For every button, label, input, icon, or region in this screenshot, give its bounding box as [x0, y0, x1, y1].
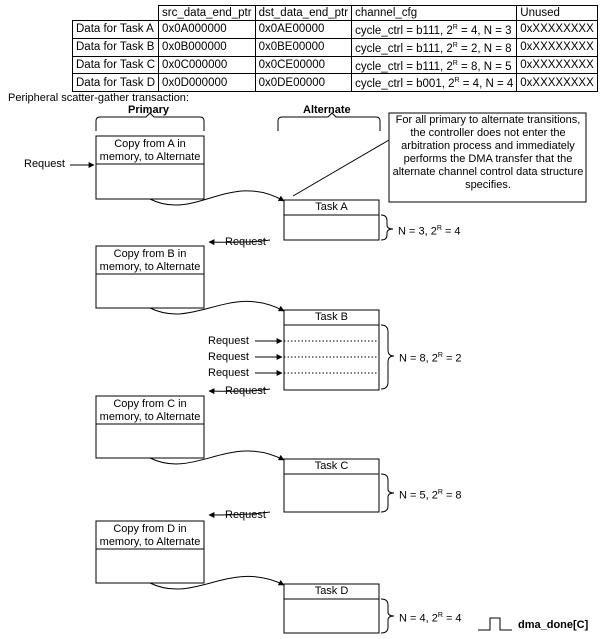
note-text: For all primary to alternate transitions…	[392, 114, 584, 191]
param-text-end: = 4	[441, 225, 461, 238]
return-request-b	[208, 388, 271, 395]
row-src: 0x0D000000	[158, 73, 256, 93]
param-text: N = 8, 2	[399, 352, 438, 365]
cfg-text-end: = 4, N = 4	[459, 78, 514, 91]
copy-line: memory, to Alternate	[99, 411, 201, 423]
param-text-end: = 4	[442, 612, 462, 625]
task-b-params: N = 8, 2R = 2	[399, 349, 462, 366]
task-a-params: N = 3, 2R = 4	[398, 222, 461, 239]
param-text-end: = 8	[442, 489, 462, 502]
brace-task-b	[380, 324, 395, 390]
diagram-caption: Peripheral scatter-gather transaction:	[8, 92, 189, 104]
param-exp: R	[437, 612, 443, 619]
task-box-b	[283, 309, 380, 391]
row-dst: 0x0CE00000	[254, 55, 353, 75]
cfg-text-end: = 4, N = 3	[457, 24, 512, 37]
alternate-bracket	[277, 112, 381, 131]
row-dst: 0x0DE00000	[254, 73, 353, 93]
row-src: 0x0A000000	[158, 20, 256, 39]
copy-line: memory, to Alternate	[99, 261, 201, 273]
copy-line: memory, to Alternate	[99, 536, 201, 548]
transfer-arrow-c	[149, 450, 285, 465]
header-src: src_data_end_ptr	[158, 5, 256, 21]
param-exp: R	[436, 225, 442, 232]
row-label: Data for Task A	[71, 20, 160, 39]
note-pointer	[292, 139, 390, 197]
brace-task-d	[380, 598, 395, 634]
param-text: N = 3, 2	[398, 225, 437, 238]
task-b-name: Task B	[314, 311, 348, 323]
task-c-name: Task C	[314, 460, 349, 472]
param-text-end: = 2	[442, 352, 462, 365]
request-label-return-a: Request	[225, 236, 266, 248]
channel-config-table: src_data_end_ptr dst_data_end_ptr channe…	[71, 5, 598, 93]
row-cfg: cycle_ctrl = b001, 2R = 4, N = 4	[351, 73, 518, 93]
transfer-arrow-a	[149, 190, 285, 206]
copy-line: Copy from A in	[114, 138, 186, 150]
return-request-a	[208, 239, 271, 246]
primary-label: Primary	[128, 104, 169, 116]
row-unused: 0xXXXXXXXX	[516, 73, 598, 93]
cfg-exp: R	[454, 77, 460, 85]
brace-task-c	[380, 473, 395, 513]
task-c-params: N = 5, 2R = 8	[399, 486, 462, 503]
cfg-text: cycle_ctrl = b111, 2	[355, 24, 453, 37]
table-header-row: src_data_end_ptr dst_data_end_ptr channe…	[73, 5, 598, 21]
row-cfg: cycle_ctrl = b111, 2R = 2, N = 8	[351, 37, 518, 57]
copy-box-b-text: Copy from B in memory, to Alternate	[96, 248, 204, 274]
row-unused: 0xXXXXXXXX	[516, 20, 598, 39]
task-a-name: Task A	[315, 201, 348, 213]
param-text: N = 5, 2	[399, 489, 438, 502]
param-text: N = 4, 2	[399, 612, 438, 625]
cfg-text: cycle_ctrl = b111, 2	[355, 60, 453, 73]
copy-line: Copy from B in	[113, 248, 187, 260]
param-exp: R	[437, 489, 443, 496]
return-request-c	[208, 511, 271, 518]
copy-box-a-text: Copy from A in memory, to Alternate	[96, 138, 204, 164]
request-label-b2: Request	[208, 351, 249, 363]
task-d-params: N = 4, 2R = 4	[399, 609, 462, 626]
request-label-b3: Request	[208, 367, 249, 379]
header-unused: Unused	[516, 5, 598, 21]
copy-box-d-text: Copy from D in memory, to Alternate	[96, 523, 204, 549]
dma-done-pulse	[478, 617, 512, 631]
cfg-text: cycle_ctrl = b111, 2	[355, 42, 453, 55]
request-label-b1: Request	[208, 335, 249, 347]
cfg-text-end: = 2, N = 8	[457, 42, 512, 55]
task-box-d	[283, 583, 380, 634]
header-cfg: channel_cfg	[351, 5, 518, 21]
table-row: Data for Task D 0x0D000000 0x0DE00000 cy…	[71, 73, 598, 93]
param-exp: R	[437, 352, 443, 359]
request-label-return-c: Request	[225, 509, 266, 521]
copy-line: Copy from C in	[113, 398, 187, 410]
copy-box-c-text: Copy from C in memory, to Alternate	[96, 398, 204, 424]
request-label-initial: Request	[24, 158, 65, 170]
cfg-exp: R	[452, 41, 458, 49]
alternate-label: Alternate	[303, 104, 351, 116]
note-box	[388, 112, 587, 203]
task-box-c	[283, 458, 380, 513]
copy-line: Copy from D in	[113, 523, 187, 535]
task-box-a	[283, 199, 380, 241]
transfer-arrow-b	[149, 301, 285, 315]
cfg-text: cycle_ctrl = b001, 2	[355, 78, 455, 91]
row-label: Data for Task D	[71, 73, 160, 93]
copy-line: memory, to Alternate	[99, 151, 201, 163]
task-d-name: Task D	[314, 585, 349, 597]
transfer-arrow-d	[149, 575, 285, 590]
cfg-exp: R	[452, 24, 458, 31]
primary-bracket	[95, 112, 205, 131]
dma-done-label: dma_done[C]	[518, 619, 589, 631]
cfg-exp: R	[452, 59, 458, 67]
brace-task-a	[380, 214, 394, 241]
request-label-return-b: Request	[225, 385, 266, 397]
cfg-text-end: = 8, N = 5	[457, 60, 512, 73]
